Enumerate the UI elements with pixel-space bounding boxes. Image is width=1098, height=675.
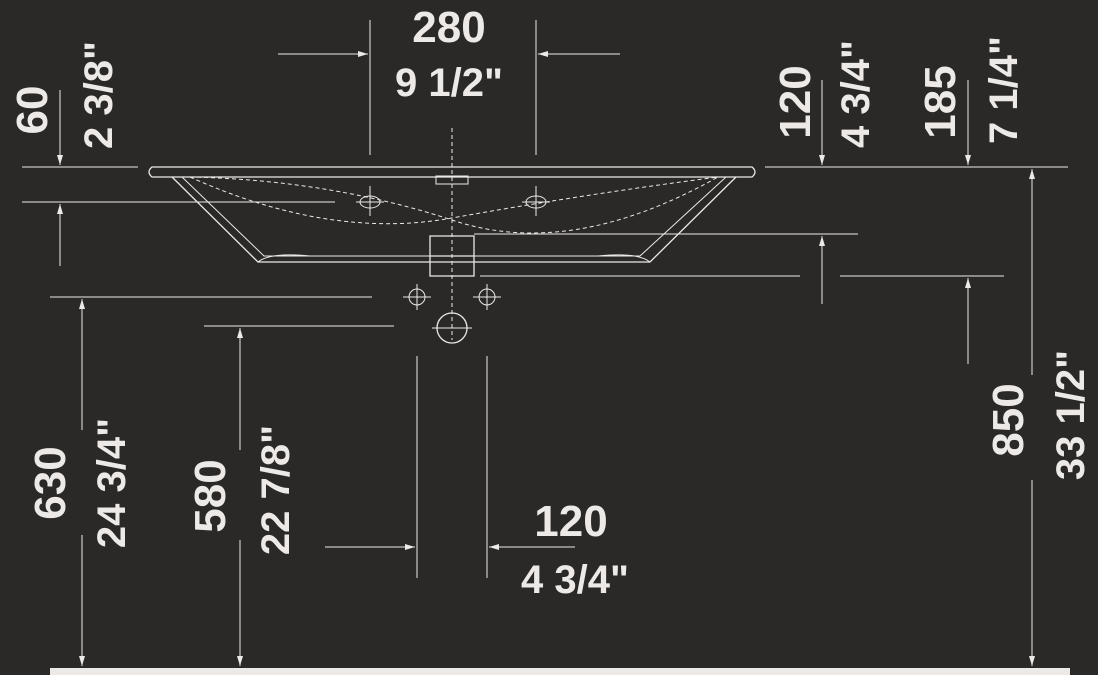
waste-height-mm: 580 [186,459,235,532]
tap-spacing-mm: 280 [412,3,485,52]
supply-spacing-in: 4 3/4" [521,558,629,602]
tap-spacing-in: 9 1/2" [395,61,503,105]
rim-thickness-mm: 60 [8,86,57,135]
overall-depth-in: 7 1/4" [982,36,1026,144]
supply-height-mm: 630 [26,446,75,519]
bowl-depth-mm: 120 [771,65,820,138]
tap-hole-right [522,186,550,216]
waste-connection [432,312,472,344]
basin-outline [148,128,756,340]
bowl-depth-in: 4 3/4" [834,40,878,148]
floor-line [50,668,1070,675]
supply-height-in: 24 3/4" [90,418,134,548]
rim-height-in: 33 1/2" [1049,350,1093,480]
tap-hole-left [356,186,384,216]
overall-depth-mm: 185 [916,65,965,138]
supply-spacing-mm: 120 [534,497,607,546]
supply-connections [403,284,501,310]
rim-height-mm: 850 [984,383,1033,456]
waste-height-in: 22 7/8" [254,425,298,555]
rim-thickness-in: 2 3/8" [77,41,121,149]
dimension-lines [22,20,1068,666]
